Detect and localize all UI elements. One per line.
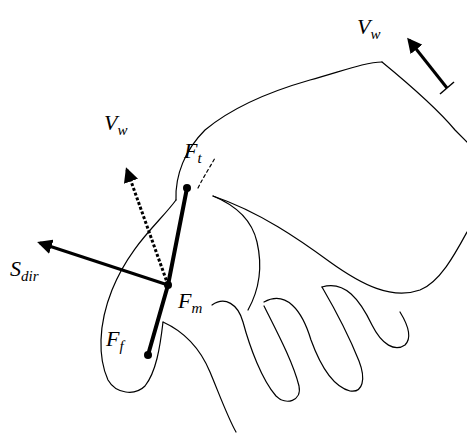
finger-outline: [264, 287, 363, 391]
vector-label: Fm: [178, 290, 202, 312]
finger-outline: [163, 322, 236, 432]
hand-outline: [382, 62, 467, 142]
symbol-subscript: t: [197, 150, 201, 166]
vector-label: Vw: [104, 112, 127, 134]
joint-dot: [183, 184, 191, 192]
finger-outline: [322, 286, 409, 348]
vector-label: Ft: [184, 140, 202, 162]
symbol-subscript: w: [370, 26, 380, 42]
symbol-letter: S: [10, 256, 21, 281]
palm-outline: [213, 196, 467, 293]
hand-outline: [176, 62, 382, 200]
finger-outline: [212, 301, 299, 401]
symbol-letter: V: [357, 14, 370, 39]
vector-label: Ff: [106, 328, 124, 350]
symbol-letter: F: [178, 288, 191, 313]
direction-arrow: [40, 243, 168, 285]
symbol-subscript: w: [117, 122, 127, 138]
vector-label: Sdir: [10, 258, 39, 280]
finger-segment: [148, 188, 187, 355]
symbol-letter: V: [104, 110, 117, 135]
joint-dot: [144, 351, 152, 359]
joint-dot: [164, 281, 172, 289]
symbol-letter: F: [184, 138, 197, 163]
vector-label: Vw: [357, 16, 380, 38]
symbol-subscript: m: [191, 300, 202, 316]
symbol-letter: F: [106, 326, 119, 351]
velocity-arrow-dotted: [127, 170, 168, 285]
arrow-tick: [440, 82, 454, 94]
velocity-arrow: [409, 40, 447, 88]
symbol-subscript: f: [119, 338, 123, 354]
symbol-subscript: dir: [21, 268, 39, 284]
